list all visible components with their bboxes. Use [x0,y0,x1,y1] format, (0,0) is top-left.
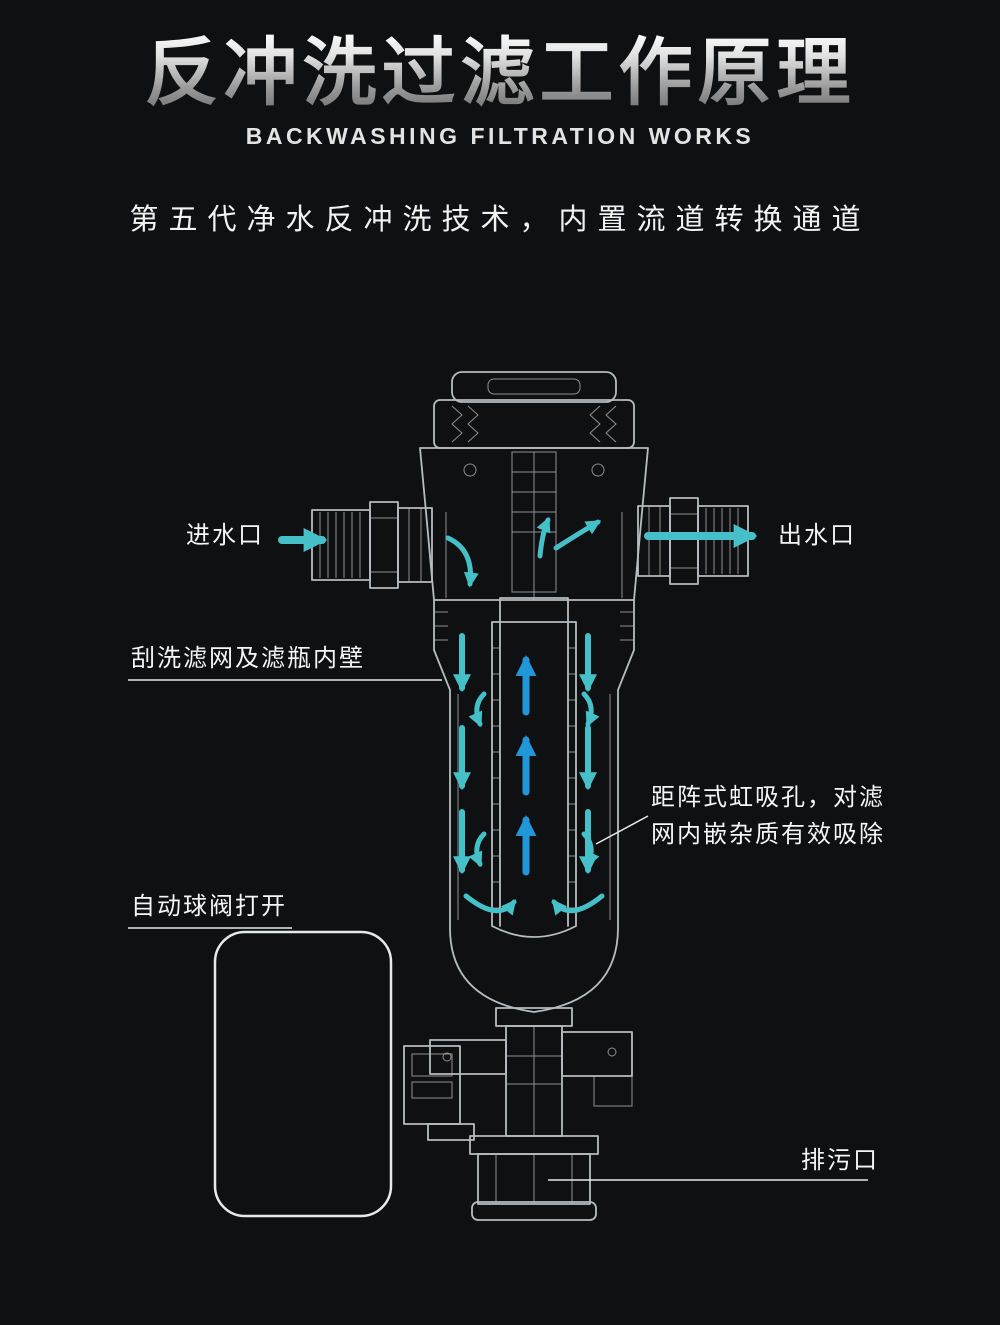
leader-lines [128,679,868,1181]
valve-label: 自动球阀打开 [131,893,287,920]
page-subtitle: BACKWASHING FILTRATION WORKS [245,123,755,150]
right-scrub-curve-arrow [581,831,600,868]
page-title: 反冲洗过滤工作原理 [0,30,1000,115]
bottom-left-converge-arrow [463,893,517,916]
siphon-label: 距阵式虹吸孔，对滤 网内嵌杂质有效吸除 [651,779,885,853]
valve-highlight-box [213,930,393,1218]
right-scrub-curve-arrow [581,691,600,728]
siphon-label-line1: 距阵式虹吸孔，对滤 [651,784,885,811]
inlet-pipe [311,501,433,589]
bottom-right-converge-arrow [551,893,605,916]
filter-bottle [433,599,635,1013]
filter-head [419,371,649,601]
inlet-label: 进水口 [186,522,264,549]
filter-cartridge [491,597,577,938]
head-left-curve-arrow [445,535,479,588]
scrape-label: 刮洗滤网及滤瓶内壁 [131,645,365,672]
header: 反冲洗过滤工作原理 BACKWASHING FILTRATION WORKS 第… [0,0,1000,238]
left-scrub-curve-arrow [468,831,487,868]
drain-outlet [469,1135,599,1221]
siphon-leader-line [595,815,649,845]
page-tagline: 第五代净水反冲洗技术，内置流道转换通道 [129,204,871,237]
head-right-curve-arrow [553,519,602,551]
outlet-pipe [637,497,749,585]
head-center-arrow [536,516,551,559]
drain-label: 排污口 [801,1147,879,1174]
left-scrub-curve-arrow [468,691,487,728]
bottom-assembly [403,1007,633,1141]
outlet-label: 出水口 [778,522,856,549]
siphon-label-line2: 网内嵌杂质有效吸除 [651,821,885,849]
